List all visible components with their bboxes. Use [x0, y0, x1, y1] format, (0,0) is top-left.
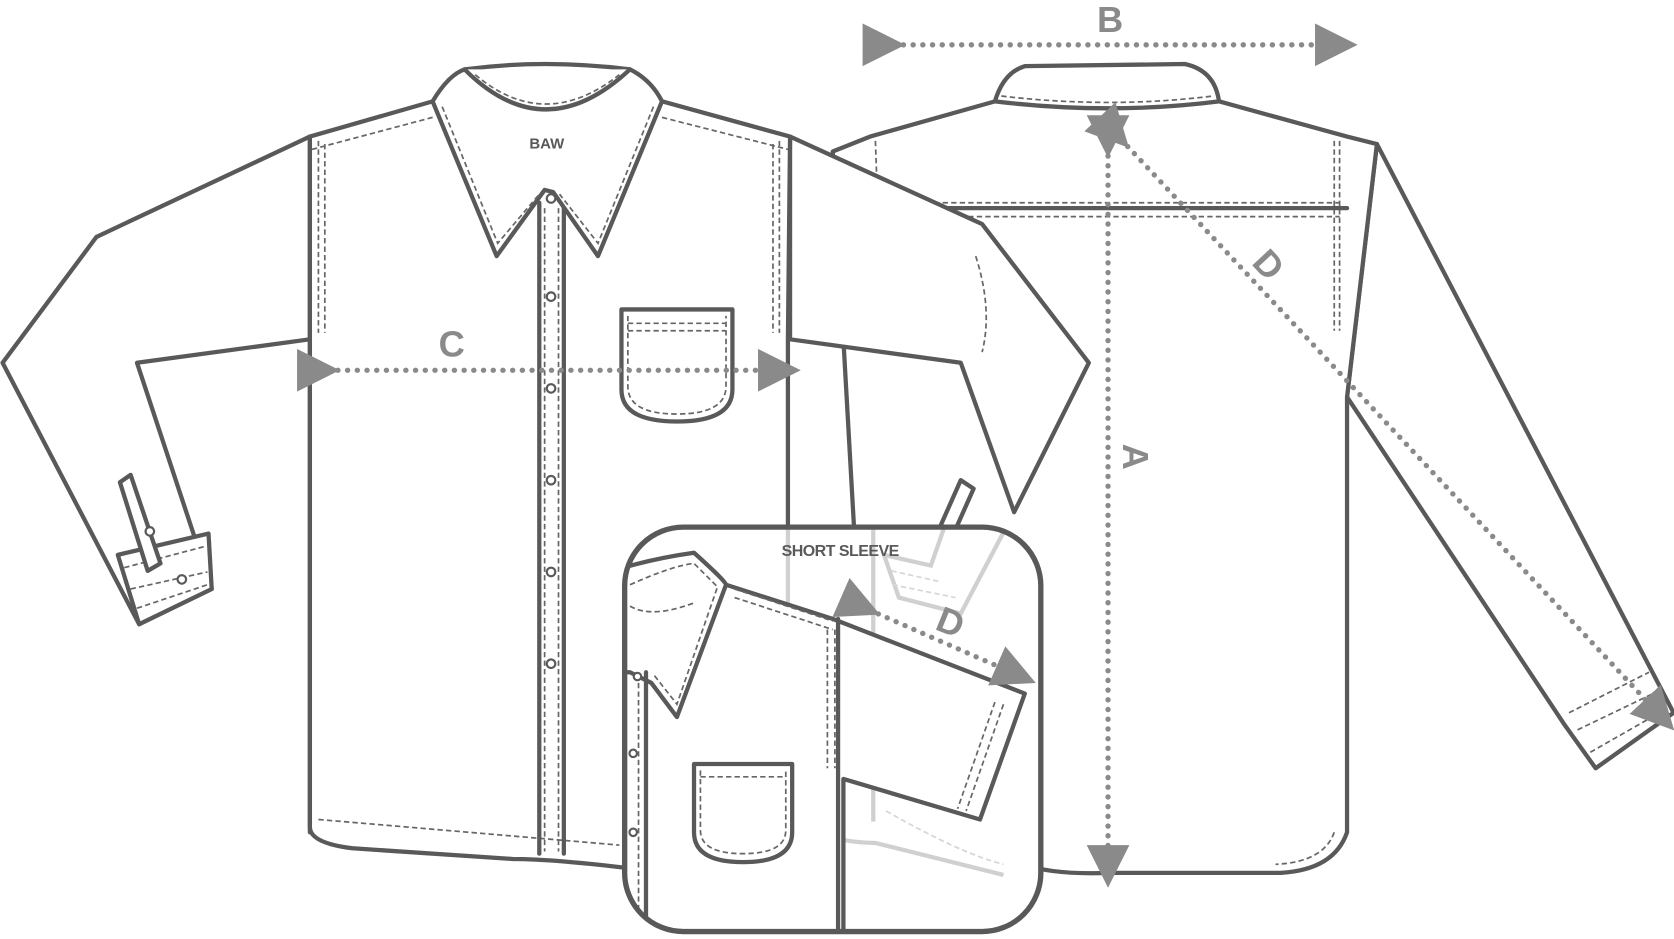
measure-c: C	[297, 323, 801, 392]
measure-c-label: C	[439, 323, 465, 364]
chest-pocket	[619, 307, 735, 424]
measure-b: B	[862, 0, 1358, 67]
brand-tag-label: BAW	[529, 135, 565, 152]
inset-title: SHORT SLEEVE	[782, 543, 900, 560]
short-sleeve-inset: D SHORT SLEEVE	[621, 524, 1044, 935]
measure-a-label: A	[1115, 444, 1156, 470]
measure-b-label: B	[1097, 0, 1123, 40]
